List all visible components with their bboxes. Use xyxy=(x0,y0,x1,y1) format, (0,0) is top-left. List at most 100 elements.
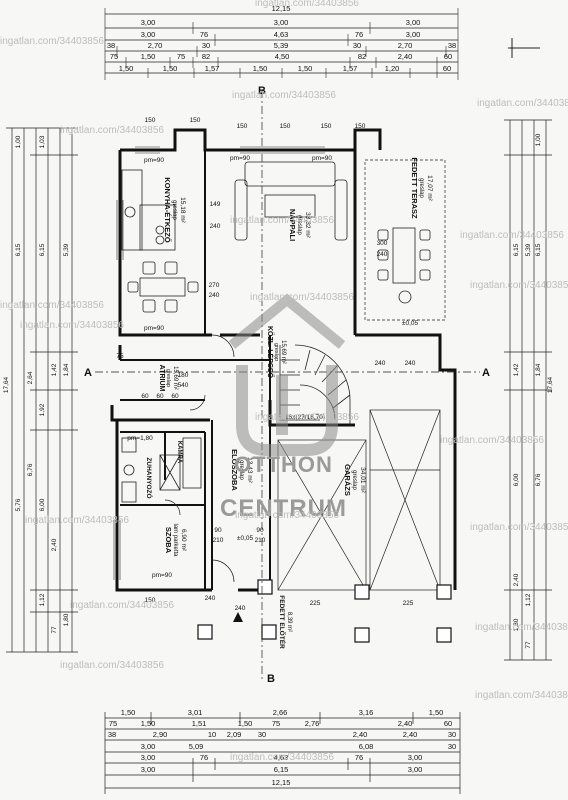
dim-top: 2,70 xyxy=(148,41,163,50)
section-arrow-icon xyxy=(233,612,243,622)
dim-top: 75 xyxy=(110,52,118,61)
dim-top: 76 xyxy=(200,30,208,39)
dim-bottom: 2,66 xyxy=(273,708,288,717)
right-dimension-chains xyxy=(504,119,552,661)
dim-bottom: 76 xyxy=(355,753,363,762)
dim-top: 4,50 xyxy=(275,52,290,61)
dim-left: 1,92 xyxy=(39,403,46,416)
logo-text-line1: OTTHON xyxy=(234,452,333,477)
site-watermark: ingatlan.com/34403856 xyxy=(230,215,334,226)
section-markers: A A B B xyxy=(84,85,490,685)
dim-bottom: 10 xyxy=(208,730,216,739)
dim-top: 82 xyxy=(358,52,366,61)
dim-label: 210 xyxy=(255,537,266,544)
site-watermark: ingatlan.com/34403856 xyxy=(0,36,104,47)
dim-bottom: 2,40 xyxy=(353,730,368,739)
dim-left: 5,39 xyxy=(63,243,70,256)
dim-top: 30 xyxy=(353,41,361,50)
dim-bottom: 2,76 xyxy=(305,719,320,728)
room-name-garazs: GARÁZS xyxy=(343,464,352,496)
dim-bottom: 30 xyxy=(448,742,456,751)
dim-label: 150 xyxy=(280,123,291,130)
dim-top: 60 xyxy=(444,52,452,61)
room-name-zuhanyozo: ZUHANYOZÓ xyxy=(145,457,154,498)
dim-bottom: 76 xyxy=(200,753,208,762)
room-area-garazs: 34,01 m² xyxy=(359,467,366,493)
section-b-bottom: B xyxy=(267,673,275,685)
window-sill: pm=90 xyxy=(312,155,332,162)
dim-label: 240 xyxy=(209,292,220,299)
otthon-centrum-logo xyxy=(228,293,346,456)
dim-left: 77 xyxy=(51,626,58,634)
dim-bottom: 3,00 xyxy=(141,765,156,774)
dim-left: 1,80 xyxy=(63,613,70,626)
dim-label: 225 xyxy=(310,600,321,607)
dim-label: 240 xyxy=(235,605,246,612)
room-floor-konyha: greslap xyxy=(171,200,177,220)
dim-bottom: 75 xyxy=(272,719,280,728)
doors xyxy=(164,334,235,583)
dim-right: 1,80 xyxy=(513,618,520,631)
room-name-kamra: KAMRA xyxy=(176,441,182,464)
window-sill: pm=90 xyxy=(230,155,250,162)
dim-label: 240 xyxy=(210,223,221,230)
dim-label: 75 xyxy=(116,353,124,360)
room-area-atrium: 15,69 m² xyxy=(172,366,178,390)
room-floor-terasz: greslap xyxy=(418,178,424,198)
dim-left: 1,12 xyxy=(39,593,46,606)
section-a-right: A xyxy=(482,367,490,379)
dim-label: 270 xyxy=(209,282,220,289)
dim-right: 5,39 xyxy=(525,243,532,256)
room-name-nappali: NAPPALI xyxy=(288,209,297,241)
left-dimension-chains xyxy=(6,127,78,653)
site-watermark: ingatlan.com/34403856 xyxy=(250,292,354,303)
level-mark: ±0,05 xyxy=(237,535,254,542)
dim-bottom: 2,40 xyxy=(398,719,413,728)
stair xyxy=(279,344,351,425)
site-watermark: ingatlan.com/34403856 xyxy=(0,300,104,311)
dim-bottom: 38 xyxy=(108,730,116,739)
room-name-konyha: KONYHA-ÉTKEZŐ xyxy=(163,177,172,243)
bottom-dimension-chains xyxy=(104,712,461,794)
dim-bottom: 3,01 xyxy=(188,708,203,717)
dim-label: 150 xyxy=(321,123,332,130)
dim-left: 1,84 xyxy=(63,363,70,376)
room-name-eloszoba: ELŐSZOBA xyxy=(230,449,239,491)
dim-bottom: 6,08 xyxy=(359,742,374,751)
right-dimension-texts: 1,00 6,15 6,15 5,39 1,42 17,64 1,84 6,00… xyxy=(513,133,554,648)
dim-bottom: 60 xyxy=(444,719,452,728)
room-area-eloter: 8,39 m² xyxy=(286,612,292,632)
site-watermark: ingatlan.com/34403856 xyxy=(475,622,568,633)
dim-right: 6,76 xyxy=(535,473,542,486)
bottom-dimension-texts: 1,50 3,01 2,66 3,16 1,50 75 1,50 1,51 1,… xyxy=(108,708,456,787)
dim-bottom: 3,00 xyxy=(408,753,423,762)
dim-bottom: 4,63 xyxy=(274,753,289,762)
dim-top: 3,00 xyxy=(406,30,421,39)
dim-right: 6,00 xyxy=(513,473,520,486)
window-sill: pm=90 xyxy=(144,157,164,164)
dim-top: 60 xyxy=(443,64,451,73)
room-floor-atrium: greslap xyxy=(165,369,171,387)
kitchen-furniture xyxy=(121,169,199,313)
dim-right: 6,15 xyxy=(535,243,542,256)
dim-left: 1,00 xyxy=(15,135,22,148)
dim-top: 2,70 xyxy=(398,41,413,50)
room-area-szoba: 6,90 m² xyxy=(180,529,187,552)
dim-top: 1,50 xyxy=(141,52,156,61)
room-name-lepcso: KÖZL.-LÉPCSŐ xyxy=(266,326,275,379)
dim-right: 1,42 xyxy=(513,363,520,376)
dim-top: 3,00 xyxy=(141,18,156,27)
dim-label: 60 xyxy=(141,393,149,400)
dim-bottom: 2,90 xyxy=(153,730,168,739)
room-area-nappali: 33,82 m² xyxy=(304,212,311,238)
dim-left: 6,15 xyxy=(15,243,22,256)
window-sill: pm=1,80 xyxy=(127,435,153,442)
dim-top: 1,57 xyxy=(343,64,358,73)
dim-label: 60 xyxy=(171,393,179,400)
dim-left: 6,76 xyxy=(27,463,34,476)
dim-top: 4,63 xyxy=(274,30,289,39)
north-arrow-icon xyxy=(508,38,540,58)
dim-top-total: 12,15 xyxy=(272,4,291,13)
dim-bottom: 30 xyxy=(258,730,266,739)
